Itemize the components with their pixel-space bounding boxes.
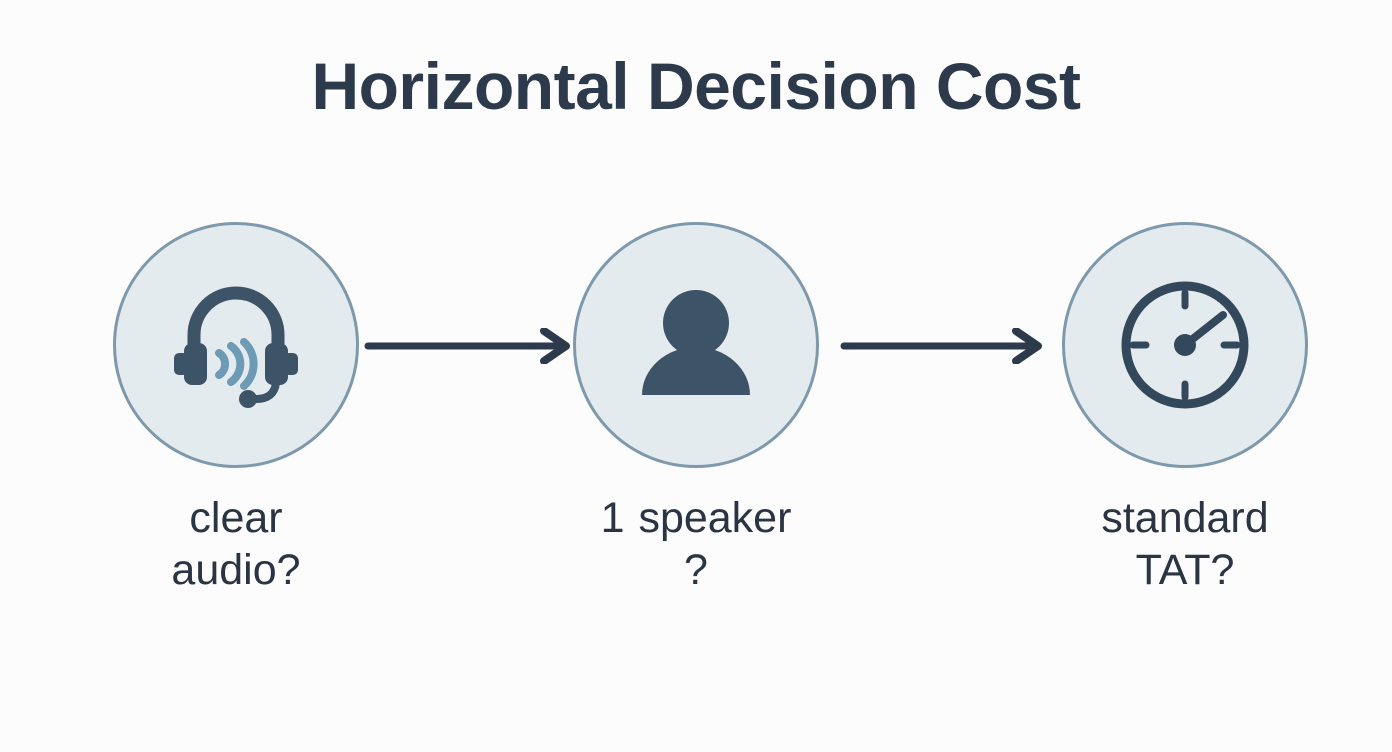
node-label-line-1: 1 speaker — [600, 494, 792, 542]
node-label-standard-tat: standard TAT? — [1059, 492, 1311, 597]
arrow-right-icon — [364, 328, 576, 364]
node-label-line-2: audio? — [171, 546, 301, 595]
node-circle — [1062, 222, 1308, 468]
node-label-line-1: standard — [1101, 494, 1269, 542]
clock-icon — [1115, 275, 1255, 415]
node-label-one-speaker: 1 speaker ? — [570, 492, 822, 597]
flow-connector-1 — [364, 328, 576, 364]
node-label-line-1: clear — [189, 494, 283, 542]
flow-node-standard-tat[interactable]: standard TAT? — [1059, 222, 1311, 597]
flow-node-clear-audio[interactable]: clear audio? — [110, 222, 362, 597]
node-label-clear-audio: clear audio? — [110, 492, 362, 597]
flow-node-one-speaker[interactable]: 1 speaker ? — [570, 222, 822, 597]
node-label-line-2: ? — [684, 546, 708, 595]
person-icon — [634, 283, 758, 407]
headset-icon — [170, 279, 302, 411]
node-label-line-2: TAT? — [1135, 546, 1235, 595]
node-circle — [113, 222, 359, 468]
arrow-right-icon — [840, 328, 1048, 364]
page-title: Horizontal Decision Cost — [311, 49, 1081, 123]
flow-connector-2 — [840, 328, 1048, 364]
node-circle — [573, 222, 819, 468]
